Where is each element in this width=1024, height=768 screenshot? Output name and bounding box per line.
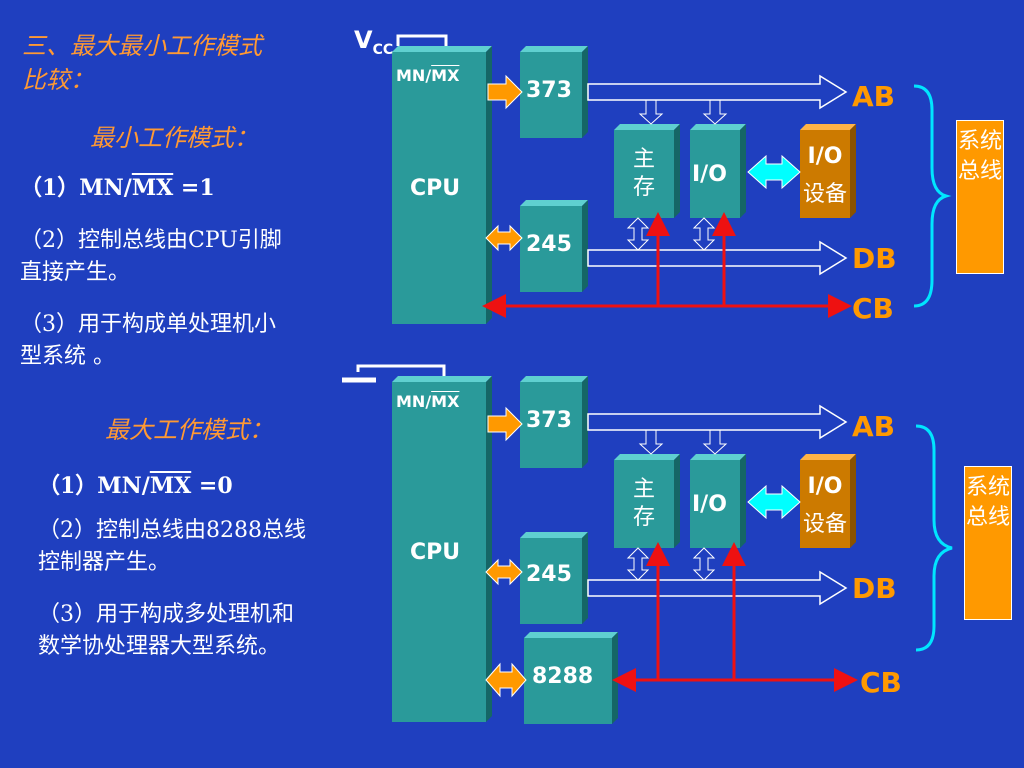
section-heading: 三、最大最小工作模式 bbox=[22, 32, 262, 60]
top-pin-mn-mx: MN/MX bbox=[396, 66, 460, 85]
top-system-bus-brace bbox=[913, 84, 952, 308]
top-373-label: 373 bbox=[526, 78, 572, 103]
min-item-2-cont: 直接产生。 bbox=[20, 260, 131, 285]
max-item-2: （2）控制总线由8288总线 bbox=[38, 518, 306, 543]
bottom-io-block bbox=[690, 454, 746, 548]
bottom-8288-label: 8288 bbox=[532, 664, 594, 689]
top-memory-label: 主存 bbox=[632, 147, 655, 200]
top-io-block bbox=[690, 124, 746, 218]
top-io-device-line2: 设备 bbox=[802, 182, 847, 207]
bottom-db-label: DB bbox=[852, 572, 897, 605]
max-item-3-cont: 数学协处理器大型系统。 bbox=[38, 634, 281, 659]
min-item-2: （2）控制总线由CPU引脚 bbox=[20, 228, 282, 253]
top-cpu-block bbox=[392, 46, 492, 324]
top-cpu-label: CPU bbox=[410, 176, 461, 201]
bottom-arrow-cpu-245 bbox=[485, 558, 523, 586]
bottom-io-device-arrow bbox=[747, 484, 801, 520]
top-arrow-cpu-245 bbox=[485, 224, 523, 252]
min-mode-title: 最小工作模式： bbox=[90, 124, 258, 152]
bottom-chip-245 bbox=[520, 532, 588, 624]
top-chip-245 bbox=[520, 200, 588, 292]
top-diagram bbox=[392, 34, 952, 324]
bottom-io-device-line1: I/O bbox=[807, 474, 843, 499]
ground-wire bbox=[356, 364, 446, 376]
top-db-arrow bbox=[587, 240, 848, 276]
top-io-device-block bbox=[800, 124, 856, 218]
max-mode-title: 最大工作模式： bbox=[105, 416, 273, 444]
bottom-cpu-block bbox=[392, 376, 492, 722]
top-io-device-line1: I/O bbox=[807, 144, 843, 169]
bottom-io-db bbox=[692, 547, 716, 581]
bottom-245-label: 245 bbox=[526, 562, 572, 587]
bottom-chip-373 bbox=[520, 376, 588, 468]
bottom-arrow-cpu-373 bbox=[487, 406, 523, 442]
max-item-3: （3）用于构成多处理机和 bbox=[38, 602, 294, 627]
bottom-373-label: 373 bbox=[526, 408, 572, 433]
min-item-3: （3）用于构成单处理机小 bbox=[20, 312, 276, 337]
min-item-3-cont: 型系统 。 bbox=[20, 344, 115, 369]
bottom-io-device-block bbox=[800, 454, 856, 548]
min-item-1: （1）MN/MX =1 bbox=[20, 175, 215, 201]
top-arrow-cpu-373 bbox=[487, 74, 523, 110]
bottom-diagram bbox=[342, 364, 953, 724]
max-item-2-cont: 控制器产生。 bbox=[38, 550, 171, 575]
bottom-mem-db bbox=[626, 547, 650, 581]
top-245-label: 245 bbox=[526, 232, 572, 257]
bottom-system-bus-brace bbox=[915, 424, 953, 652]
top-system-bus-box: 系统总线 bbox=[956, 120, 1004, 274]
bottom-ab-to-io bbox=[702, 429, 728, 455]
top-db-label: DB bbox=[852, 242, 897, 275]
max-item-1: （1）MN/MX =0 bbox=[38, 473, 233, 499]
section-heading-cont: 比较： bbox=[22, 66, 94, 94]
bottom-db-arrow bbox=[587, 570, 848, 606]
bottom-ab-label: AB bbox=[852, 410, 896, 443]
bottom-system-bus-box: 系统总线 bbox=[964, 466, 1012, 620]
bottom-arrow-cpu-8288 bbox=[485, 662, 527, 698]
top-ab-to-mem bbox=[638, 99, 664, 125]
bottom-memory-label: 主存 bbox=[632, 477, 655, 530]
top-io-db bbox=[692, 217, 716, 251]
top-io-device-arrow bbox=[747, 154, 801, 190]
top-ab-to-io bbox=[702, 99, 728, 125]
top-chip-373 bbox=[520, 46, 588, 138]
bottom-memory-block bbox=[614, 454, 680, 548]
vcc-wire bbox=[396, 34, 448, 46]
top-mem-db bbox=[626, 217, 650, 251]
bottom-cb-label: CB bbox=[860, 666, 902, 699]
top-cb-label: CB bbox=[852, 292, 894, 325]
top-ab-label: AB bbox=[852, 80, 896, 113]
bottom-io-label: I/O bbox=[692, 492, 727, 517]
bottom-cpu-label: CPU bbox=[410, 540, 461, 565]
top-memory-block bbox=[614, 124, 680, 218]
bottom-ab-to-mem bbox=[638, 429, 664, 455]
top-ab-arrow bbox=[587, 74, 848, 110]
bottom-ab-arrow bbox=[587, 404, 848, 440]
vcc-label: VCC bbox=[354, 26, 394, 58]
bottom-pin-mn-mx: MN/MX bbox=[396, 392, 460, 411]
top-io-label: I/O bbox=[692, 162, 727, 187]
bottom-io-device-line2: 设备 bbox=[802, 512, 847, 537]
